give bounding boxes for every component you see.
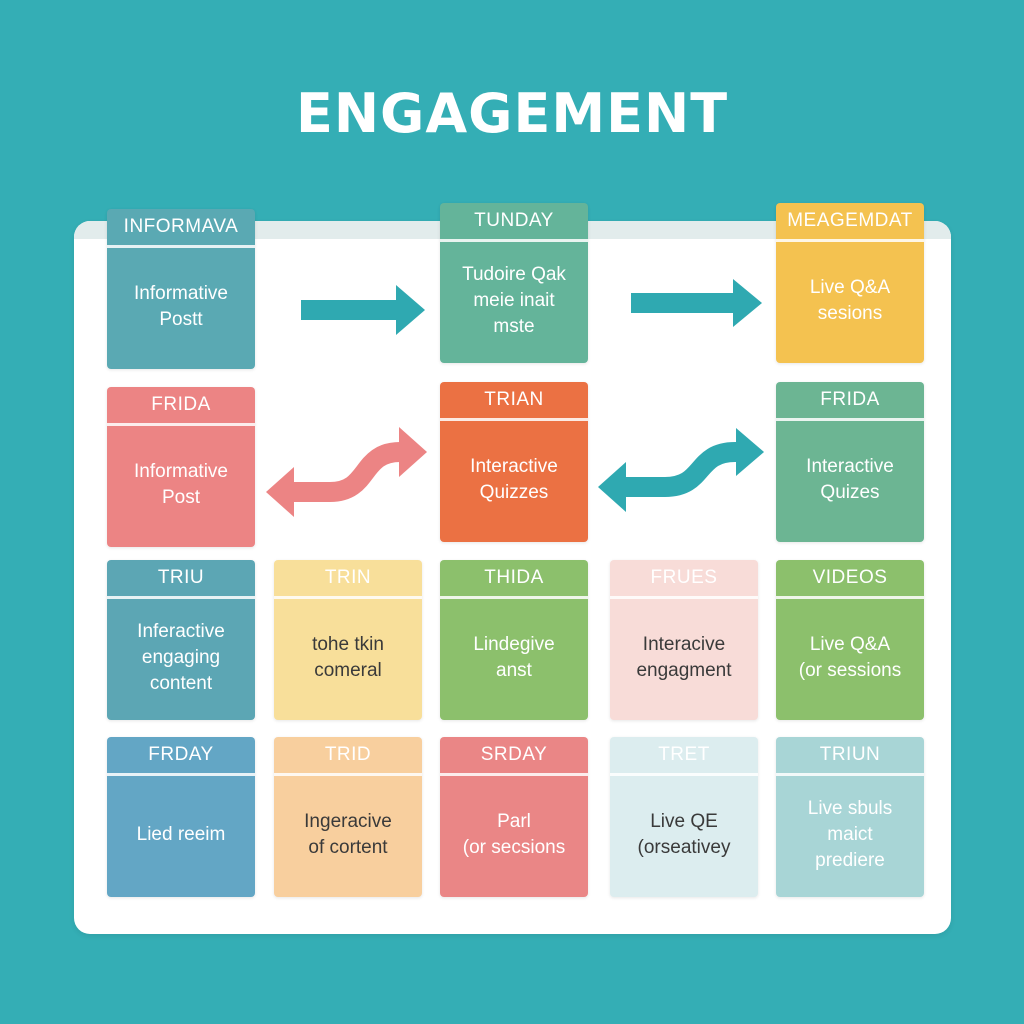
card-srday: SRDAY Parl (or secsions bbox=[440, 737, 588, 897]
arrow-right-1 bbox=[301, 285, 425, 335]
card-body: tohe tkin comeral bbox=[312, 634, 384, 681]
card-triu: TRIU Inferactive engaging content bbox=[107, 560, 255, 720]
curved-arrow-teal bbox=[598, 428, 764, 512]
card-header: TRET bbox=[658, 744, 710, 765]
card-body: Live sbuls maict prediere bbox=[807, 798, 893, 871]
card-informative-post: INFORMAVA Informative Postt bbox=[107, 209, 255, 369]
card-tunday: TUNDAY Tudoire Qak meie inait mste bbox=[440, 203, 588, 363]
card-divider bbox=[107, 245, 255, 248]
card-header: TRIUN bbox=[819, 744, 881, 765]
card-body: Live QE (orseativey bbox=[637, 811, 731, 858]
card-trin: TRIN tohe tkin comeral bbox=[274, 560, 422, 720]
arrow-right-2 bbox=[631, 279, 762, 327]
card-body: Parl (or secsions bbox=[462, 811, 566, 858]
card-thida: THIDA Lindegive anst bbox=[440, 560, 588, 720]
card-header: TUNDAY bbox=[474, 210, 554, 231]
card-divider bbox=[776, 773, 924, 776]
card-header: TRIU bbox=[157, 567, 205, 588]
card-header: FRIDA bbox=[151, 394, 211, 415]
card-header: VIDEOS bbox=[812, 567, 888, 588]
card-divider bbox=[440, 418, 588, 421]
card-divider bbox=[776, 418, 924, 421]
card-body: Live Q&A sesions bbox=[809, 277, 891, 324]
card-frida-informative: FRIDA Informative Post bbox=[107, 387, 255, 547]
card-header: TRIN bbox=[324, 567, 372, 588]
card-divider bbox=[107, 773, 255, 776]
card-divider bbox=[440, 773, 588, 776]
card-divider bbox=[610, 596, 758, 599]
card-body: Ingeracive of cortent bbox=[304, 811, 392, 858]
card-body: Interactive Quizes bbox=[806, 456, 894, 503]
card-live-qa-sessions: MEAGEMDAT Live Q&A sesions bbox=[776, 203, 924, 363]
card-interactive-quizzes: TRIAN Interactive Quizzes bbox=[440, 382, 588, 542]
card-tret: TRET Live QE (orseativey bbox=[610, 737, 758, 897]
card-header: INFORMAVA bbox=[123, 216, 239, 237]
card-triun: TRIUN Live sbuls maict prediere bbox=[776, 737, 924, 897]
card-frues: FRUES Interacive engagment bbox=[610, 560, 758, 720]
card-body: Tudoire Qak meie inait mste bbox=[462, 264, 566, 337]
card-divider bbox=[274, 596, 422, 599]
card-body: Interacive engagment bbox=[636, 634, 732, 681]
card-body: Interactive Quizzes bbox=[470, 456, 558, 503]
card-divider bbox=[776, 239, 924, 242]
card-frday: FRDAY Lied reeim bbox=[107, 737, 255, 897]
card-divider bbox=[440, 239, 588, 242]
card-divider bbox=[440, 596, 588, 599]
card-header: SRDAY bbox=[480, 744, 548, 765]
card-frida-quizes: FRIDA Interactive Quizes bbox=[776, 382, 924, 542]
card-body: Informative Postt bbox=[134, 283, 228, 330]
card-header: FRUES bbox=[650, 567, 718, 588]
card-videos: VIDEOS Live Q&A (or sessions bbox=[776, 560, 924, 720]
card-body: Informative Post bbox=[134, 461, 228, 508]
card-divider bbox=[274, 773, 422, 776]
card-body: Lindegive anst bbox=[473, 634, 555, 681]
card-header: MEAGEMDAT bbox=[787, 210, 913, 231]
card-body: Inferactive engaging content bbox=[137, 621, 225, 694]
card-body: Live Q&A (or sessions bbox=[798, 634, 902, 681]
card-header: FRIDA bbox=[820, 389, 880, 410]
card-body: Lied reeim bbox=[136, 824, 226, 845]
card-header: TRID bbox=[324, 744, 372, 765]
card-divider bbox=[610, 773, 758, 776]
card-divider bbox=[776, 596, 924, 599]
curved-arrow-coral bbox=[266, 427, 427, 517]
card-header: FRDAY bbox=[148, 744, 214, 765]
card-header: THIDA bbox=[484, 567, 544, 588]
card-divider bbox=[107, 423, 255, 426]
card-header: TRIAN bbox=[484, 389, 544, 410]
card-divider bbox=[107, 596, 255, 599]
card-trid: TRID Ingeracive of cortent bbox=[274, 737, 422, 897]
page-title: ENGAGEMENT bbox=[295, 82, 729, 145]
